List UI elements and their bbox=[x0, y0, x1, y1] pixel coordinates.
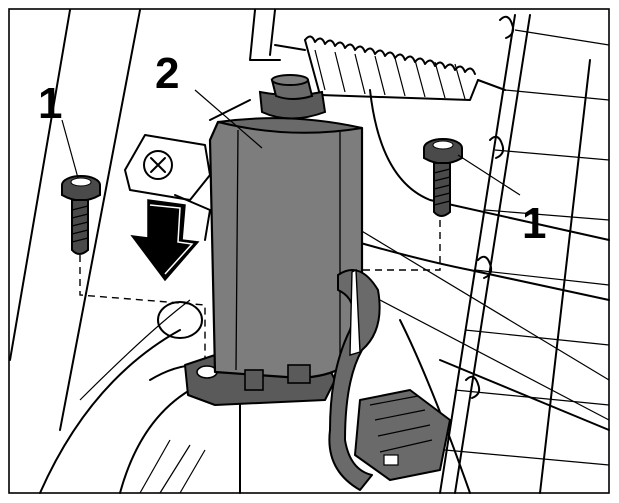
actuator-unit bbox=[184, 74, 364, 406]
housing-left bbox=[9, 9, 241, 494]
down-arrow-icon bbox=[130, 199, 200, 282]
tension-spring bbox=[274, 35, 506, 101]
plug-connector bbox=[354, 389, 451, 481]
screw-left bbox=[61, 175, 101, 255]
rack-grille bbox=[439, 14, 610, 494]
leader-lines bbox=[61, 89, 521, 196]
callout-screw-right: 1 bbox=[522, 199, 546, 248]
callout-screw-left: 1 bbox=[38, 79, 62, 128]
unit-body bbox=[208, 120, 364, 380]
cable bbox=[328, 269, 381, 491]
screw-right bbox=[423, 138, 463, 217]
callout-unit: 2 bbox=[155, 49, 179, 98]
cable-connector bbox=[328, 268, 451, 491]
